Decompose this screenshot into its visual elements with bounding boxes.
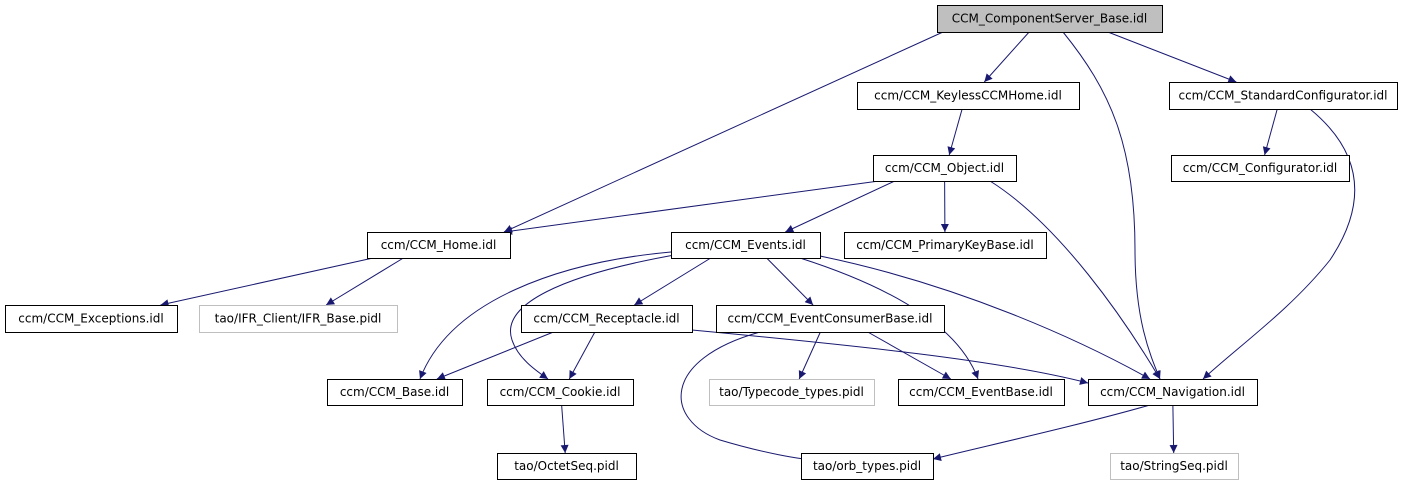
node-box <box>937 5 1163 33</box>
node-box <box>671 232 821 259</box>
node-eventconsumer[interactable]: ccm/CCM_EventConsumerBase.idl <box>716 305 945 333</box>
node-stdcfg[interactable]: ccm/CCM_StandardConfigurator.idl <box>1169 82 1398 110</box>
node-orbtypes[interactable]: tao/orb_types.pidl <box>801 453 934 480</box>
edge-events-to-base <box>419 251 672 380</box>
node-eventbase[interactable]: ccm/CCM_EventBase.idl <box>898 379 1065 406</box>
node-label: ccm/CCM_Home.idl <box>381 238 497 252</box>
node-label: tao/Typecode_types.pidl <box>719 385 864 399</box>
node-home[interactable]: ccm/CCM_Home.idl <box>367 232 511 259</box>
node-box <box>1088 379 1258 406</box>
node-events[interactable]: ccm/CCM_Events.idl <box>671 232 821 259</box>
node-label: ccm/CCM_EventConsumerBase.idl <box>728 312 933 326</box>
edge-eventconsumer-to-orbtypes <box>680 331 826 465</box>
node-label: ccm/CCM_Object.idl <box>885 161 1004 175</box>
node-label: ccm/CCM_Events.idl <box>685 238 806 252</box>
node-octetseq[interactable]: tao/OctetSeq.pidl <box>497 453 637 480</box>
edge-receptacle-to-cookie <box>568 331 596 380</box>
edge-home-to-exceptions <box>160 257 374 308</box>
node-label: ccm/CCM_StandardConfigurator.idl <box>1178 89 1387 103</box>
node-label: tao/IFR_Client/IFR_Base.pidl <box>215 312 382 326</box>
node-box <box>716 305 945 333</box>
edge-eventconsumer-to-eventbase <box>867 331 952 380</box>
node-box <box>327 379 463 406</box>
edge-root-to-keyless <box>983 31 1030 83</box>
node-box <box>857 82 1080 110</box>
node-keyless[interactable]: ccm/CCM_KeylessCCMHome.idl <box>857 82 1080 110</box>
node-label: ccm/CCM_Receptacle.idl <box>533 312 679 326</box>
edge-home-to-ifrbase <box>325 257 404 306</box>
node-label: ccm/CCM_EventBase.idl <box>909 385 1053 399</box>
edge-navigation-to-stringseq <box>1169 404 1178 454</box>
node-root[interactable]: CCM_ComponentServer_Base.idl <box>937 5 1163 33</box>
node-ifrbase[interactable]: tao/IFR_Client/IFR_Base.pidl <box>199 305 398 333</box>
node-receptacle[interactable]: ccm/CCM_Receptacle.idl <box>521 305 693 333</box>
edge-eventconsumer-to-typecode <box>798 331 821 380</box>
edge-root-to-home <box>503 31 944 233</box>
edge-root-to-navigation <box>1062 31 1161 380</box>
edge-keyless-to-object <box>947 108 963 156</box>
node-box <box>521 305 693 333</box>
edge-events-to-receptacle <box>634 257 712 306</box>
edge-events-to-cookie <box>510 253 681 380</box>
edge-object-to-navigation <box>989 180 1161 380</box>
node-box <box>898 379 1065 406</box>
node-box <box>5 305 178 333</box>
node-label: tao/OctetSeq.pidl <box>514 459 619 473</box>
node-navigation[interactable]: ccm/CCM_Navigation.idl <box>1088 379 1258 406</box>
node-box <box>844 232 1047 259</box>
edge-cookie-to-octetseq <box>560 404 569 454</box>
node-base[interactable]: ccm/CCM_Base.idl <box>327 379 463 406</box>
edge-receptacle-to-navigation <box>691 329 1089 385</box>
node-label: ccm/CCM_Cookie.idl <box>500 385 621 399</box>
edge-events-to-navigation <box>819 255 1151 380</box>
node-label: ccm/CCM_Exceptions.idl <box>18 312 163 326</box>
node-box <box>487 379 634 406</box>
edge-stdcfg-to-navigation <box>1202 108 1356 380</box>
edge-navigation-to-orbtypes <box>932 404 1151 461</box>
node-box <box>367 232 511 259</box>
node-box <box>801 453 934 480</box>
node-box <box>873 155 1017 182</box>
node-box <box>1169 82 1398 110</box>
node-exceptions[interactable]: ccm/CCM_Exceptions.idl <box>5 305 178 333</box>
node-stringseq[interactable]: tao/StringSeq.pidl <box>1110 453 1239 480</box>
node-label: tao/StringSeq.pidl <box>1120 459 1228 473</box>
node-pkbase[interactable]: ccm/CCM_PrimaryKeyBase.idl <box>844 232 1047 259</box>
edge-object-to-home <box>503 180 880 235</box>
edge-object-to-events <box>785 180 895 233</box>
node-label: ccm/CCM_Navigation.idl <box>1100 385 1245 399</box>
edge-receptacle-to-base <box>436 331 554 380</box>
edge-stdcfg-to-configurator <box>1262 108 1278 156</box>
node-box <box>497 453 637 480</box>
node-label: tao/orb_types.pidl <box>813 459 921 473</box>
edge-events-to-eventconsumer <box>766 257 814 306</box>
edge-root-to-stdcfg <box>1107 31 1237 83</box>
node-label: ccm/CCM_Configurator.idl <box>1183 161 1337 175</box>
node-object[interactable]: ccm/CCM_Object.idl <box>873 155 1017 182</box>
node-box <box>1171 155 1350 182</box>
node-typecode[interactable]: tao/Typecode_types.pidl <box>709 379 875 406</box>
node-label: ccm/CCM_KeylessCCMHome.idl <box>874 89 1062 103</box>
node-cookie[interactable]: ccm/CCM_Cookie.idl <box>487 379 634 406</box>
node-label: ccm/CCM_Base.idl <box>340 385 449 399</box>
node-label: CCM_ComponentServer_Base.idl <box>952 12 1147 26</box>
node-box <box>1110 453 1239 480</box>
node-box <box>199 305 398 333</box>
node-configurator[interactable]: ccm/CCM_Configurator.idl <box>1171 155 1350 182</box>
node-box <box>709 379 875 406</box>
node-label: ccm/CCM_PrimaryKeyBase.idl <box>856 238 1034 252</box>
